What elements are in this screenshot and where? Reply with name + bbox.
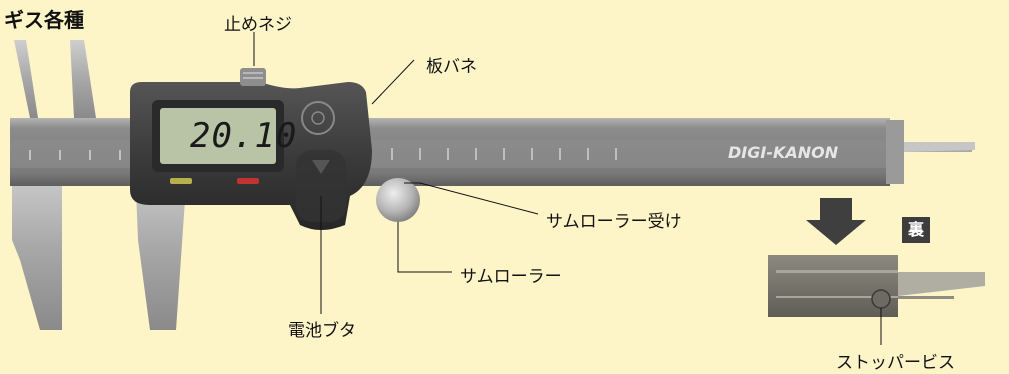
lcd-reading: 20.10: [190, 116, 298, 156]
sliding-lower-jaw: [135, 165, 185, 330]
brand-suffix: -KANON: [766, 143, 839, 162]
brand-emblem: [301, 101, 335, 135]
label-stopper-screw: ストッパービス: [836, 353, 955, 373]
sliding-upper-jaw: [70, 40, 96, 118]
battery-cover: [296, 150, 346, 222]
brand-prefix: DIGI: [728, 143, 767, 162]
brand-logo: DIGI-KANON: [728, 143, 838, 162]
label-lock-screw: 止めネジ: [224, 15, 292, 35]
stopper-screw: [871, 289, 891, 309]
button-zero: [237, 178, 259, 184]
page-title: ギス各種: [4, 8, 84, 32]
button-on-off: [170, 178, 192, 184]
leader-thumb-roller: [397, 222, 452, 273]
label-battery-cover: 電池ブタ: [288, 321, 356, 341]
thumb-roller: [376, 178, 420, 222]
down-arrow: [806, 198, 866, 245]
back-depth-rod: [898, 272, 985, 296]
label-leaf-spring: 板バネ: [426, 57, 477, 77]
leader-thumb-roller-receiver: [404, 182, 539, 215]
depth-rod-holder: [886, 120, 904, 184]
label-thumb-roller-receiver: サムローラー受け: [546, 212, 682, 232]
back-side-badge: 裏: [902, 217, 930, 243]
leader-leaf-spring: [371, 59, 415, 105]
label-thumb-roller: サムローラー: [460, 267, 562, 287]
fixed-lower-jaw: [12, 165, 62, 330]
fixed-upper-jaw: [14, 40, 38, 118]
lcd-screen: [160, 108, 276, 164]
